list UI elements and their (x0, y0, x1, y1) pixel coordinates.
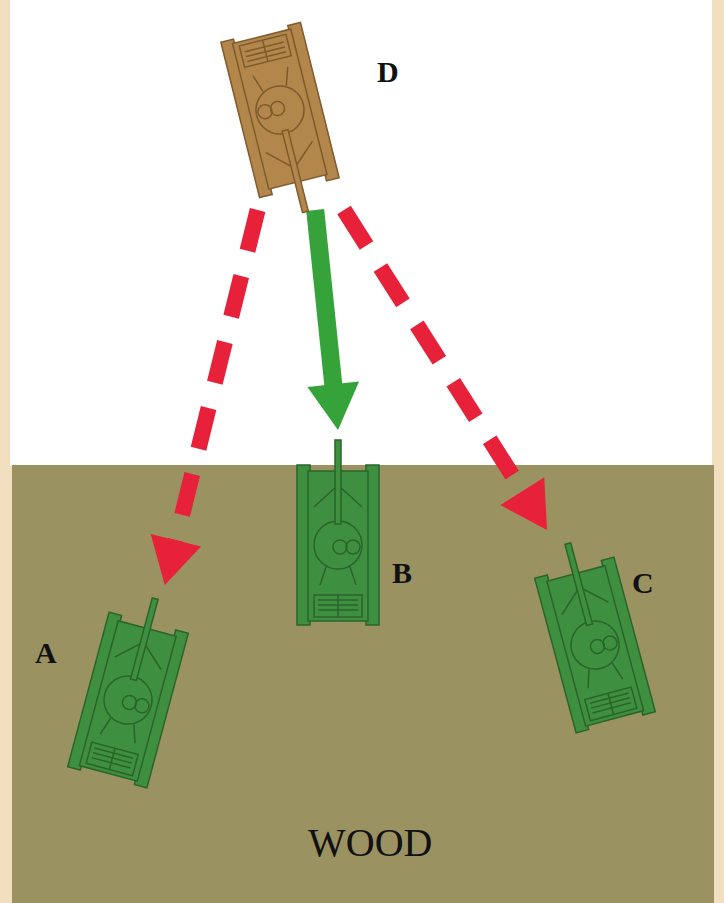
tank-label: C (632, 568, 654, 598)
arrow-head (500, 477, 547, 530)
tank-symbol (48, 585, 208, 815)
line-of-fire (151, 210, 258, 585)
arrow-shaft (315, 210, 334, 390)
tank-label: A (35, 638, 57, 668)
wood-region: WOOD A B C (12, 465, 714, 903)
friendly-tank: A (48, 585, 208, 815)
arrow-shaft (344, 210, 526, 496)
wood-area (12, 465, 714, 903)
region-label: WOOD (308, 820, 432, 866)
tank-symbol (200, 10, 360, 210)
arrow-head (307, 382, 359, 430)
line-of-fire (307, 210, 359, 430)
friendly-tank: C (515, 530, 675, 760)
tank-label: B (392, 558, 412, 588)
arrow-head (151, 534, 201, 585)
friendly-tank: B (258, 430, 418, 660)
tank-symbol (515, 530, 675, 760)
arrow-shaft (174, 210, 257, 546)
tank-symbol (258, 430, 418, 660)
enemy-tank: D (200, 10, 360, 210)
tank-label: D (377, 57, 399, 87)
